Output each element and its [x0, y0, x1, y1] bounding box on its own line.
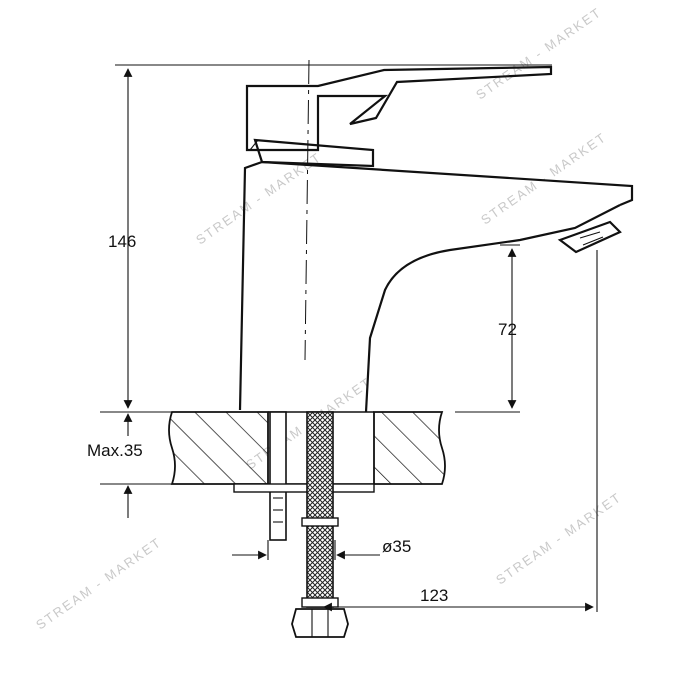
dim-label-146: 146: [108, 232, 136, 251]
faucet-body: [238, 65, 634, 413]
mounting-stud: [233, 411, 375, 541]
watermark-text-4: STREAM - MARKET: [493, 489, 624, 587]
watermark-text-5: STREAM - MARKET: [33, 534, 164, 632]
center-line: [304, 59, 310, 361]
watermark-text-6: STREAM - MARKET: [473, 4, 604, 102]
dim-label-max35: Max.35: [87, 441, 143, 460]
dim-label-diameter35: ø35: [382, 537, 411, 556]
dim-label-123: 123: [420, 586, 448, 605]
dim-label-72: 72: [498, 320, 517, 339]
dimension-lines: [100, 64, 598, 612]
flexible-hose: [291, 411, 349, 638]
